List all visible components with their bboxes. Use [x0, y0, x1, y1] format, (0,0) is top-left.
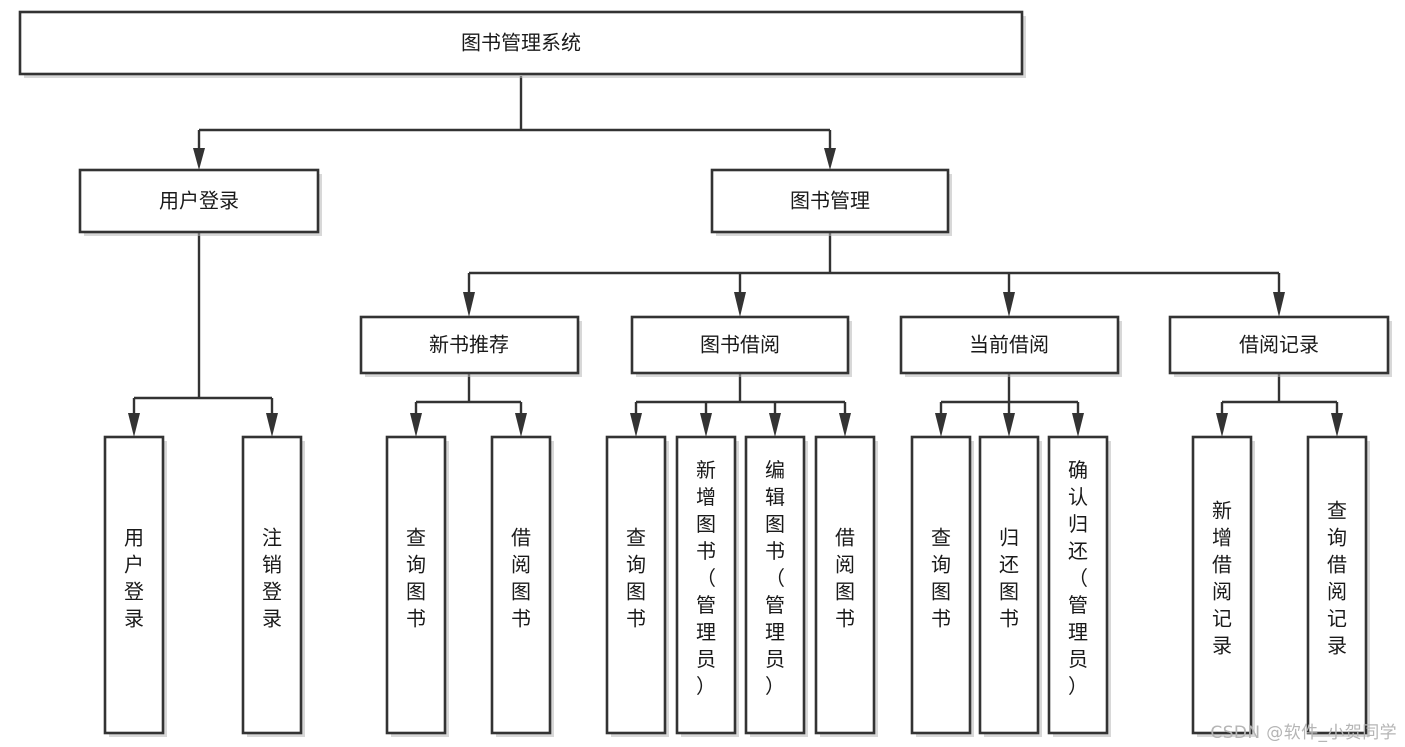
node-leaf-add-book-label: 新增图书（管理员） — [696, 458, 716, 698]
csdn-watermark: CSDN @软件_小贺同学 — [1210, 723, 1397, 743]
node-leaf-borrow-book-1-box[interactable] — [490, 435, 552, 735]
node-current-borrow-box[interactable] — [899, 315, 1120, 375]
arrow-head-leaf-edit-book — [769, 413, 781, 437]
node-user-login[interactable]: 用户登录 — [78, 168, 322, 236]
node-user-login-box[interactable] — [78, 168, 320, 234]
leaf-nodes-layer: 用户登录 注销登录 查询图书 借阅图书 查询图书 — [103, 435, 1370, 737]
node-book-borrow-box[interactable] — [630, 315, 850, 375]
node-root[interactable]: 图书管理系统 — [18, 10, 1026, 78]
arrow-head-book-borrow — [734, 292, 746, 317]
node-book-borrow-label: 图书借阅 — [700, 333, 780, 357]
node-book-manage[interactable]: 图书管理 — [710, 168, 952, 236]
node-leaf-edit-book[interactable]: 编辑图书（管理员） — [744, 435, 808, 737]
node-leaf-add-record-label: 新增借阅记录 — [1212, 499, 1232, 658]
node-leaf-borrow-book-1-label: 借阅图书 — [511, 526, 531, 631]
node-leaf-add-book-box[interactable] — [675, 435, 737, 735]
arrow-head-leaf-borrow-book-2 — [839, 413, 851, 437]
node-new-book-rec[interactable]: 新书推荐 — [359, 315, 582, 377]
node-leaf-borrow-book-2-label: 借阅图书 — [835, 526, 855, 631]
arrow-head-leaf-confirm-return — [1072, 413, 1084, 437]
node-borrow-record-label: 借阅记录 — [1239, 333, 1319, 357]
node-leaf-user-login[interactable]: 用户登录 — [103, 435, 167, 737]
node-root-label: 图书管理系统 — [461, 31, 581, 55]
node-current-borrow[interactable]: 当前借阅 — [899, 315, 1122, 377]
node-new-book-rec-box[interactable] — [359, 315, 580, 375]
node-leaf-query-book-3[interactable]: 查询图书 — [910, 435, 974, 737]
node-leaf-confirm-return-label: 确认归还（管理员） — [1068, 458, 1088, 698]
node-book-manage-box[interactable] — [710, 168, 950, 234]
node-leaf-return-book[interactable]: 归还图书 — [978, 435, 1042, 737]
arrow-head-leaf-query-record — [1331, 413, 1343, 437]
node-leaf-query-record[interactable]: 查询借阅记录 — [1306, 435, 1370, 737]
node-borrow-record[interactable]: 借阅记录 — [1168, 315, 1392, 377]
arrow-head-leaf-return-book — [1003, 413, 1015, 437]
node-leaf-return-book-label: 归还图书 — [999, 526, 1019, 631]
node-leaf-query-book-3-box[interactable] — [910, 435, 972, 735]
node-current-borrow-label: 当前借阅 — [969, 333, 1049, 357]
node-leaf-add-record[interactable]: 新增借阅记录 — [1191, 435, 1255, 737]
node-leaf-return-book-box[interactable] — [978, 435, 1040, 735]
arrow-head-leaf-user-login — [128, 413, 140, 437]
node-leaf-logout-login[interactable]: 注销登录 — [241, 435, 305, 737]
arrow-head-leaf-query-book-2 — [630, 413, 642, 437]
arrow-head-leaf-add-record — [1216, 413, 1228, 437]
node-borrow-record-box[interactable] — [1168, 315, 1390, 375]
node-leaf-add-record-box[interactable] — [1191, 435, 1253, 735]
arrow-head-user-login — [193, 148, 205, 170]
node-leaf-borrow-book-1[interactable]: 借阅图书 — [490, 435, 554, 737]
node-user-login-label: 用户登录 — [159, 189, 239, 213]
node-leaf-query-book-1-box[interactable] — [385, 435, 447, 735]
node-leaf-add-book[interactable]: 新增图书（管理员） — [675, 435, 739, 737]
node-leaf-query-record-box[interactable] — [1306, 435, 1368, 735]
arrow-head-leaf-query-book-3 — [935, 413, 947, 437]
node-new-book-rec-label: 新书推荐 — [429, 333, 509, 357]
node-leaf-logout-login-label: 注销登录 — [262, 526, 282, 631]
node-leaf-query-book-1-label: 查询图书 — [406, 526, 426, 631]
node-leaf-query-book-2-label: 查询图书 — [626, 526, 646, 631]
node-leaf-edit-book-box[interactable] — [744, 435, 806, 735]
node-leaf-edit-book-label: 编辑图书（管理员） — [765, 458, 785, 698]
node-leaf-user-login-label: 用户登录 — [124, 526, 144, 631]
arrow-head-leaf-add-book — [700, 413, 712, 437]
node-root-box[interactable] — [18, 10, 1024, 76]
node-leaf-query-book-3-label: 查询图书 — [931, 526, 951, 631]
arrow-head-new-book-rec — [463, 292, 475, 317]
arrow-head-book-manage — [824, 148, 836, 170]
node-leaf-query-book-2[interactable]: 查询图书 — [605, 435, 669, 737]
node-book-borrow[interactable]: 图书借阅 — [630, 315, 852, 377]
arrow-head-borrow-record — [1273, 292, 1285, 317]
arrow-head-leaf-query-book-1 — [410, 413, 422, 437]
connector-layer — [128, 76, 1343, 437]
node-book-manage-label: 图书管理 — [790, 189, 870, 213]
arrow-head-current-borrow — [1003, 292, 1015, 317]
node-leaf-user-login-box[interactable] — [103, 435, 165, 735]
arrow-head-leaf-borrow-book-1 — [515, 413, 527, 437]
node-leaf-confirm-return[interactable]: 确认归还（管理员） — [1047, 435, 1111, 737]
node-leaf-logout-login-box[interactable] — [241, 435, 303, 735]
arrow-head-leaf-logout-login — [266, 413, 278, 437]
node-leaf-borrow-book-2[interactable]: 借阅图书 — [814, 435, 878, 737]
node-leaf-query-book-1[interactable]: 查询图书 — [385, 435, 449, 737]
node-leaf-borrow-book-2-box[interactable] — [814, 435, 876, 735]
node-leaf-confirm-return-box[interactable] — [1047, 435, 1109, 735]
node-leaf-query-record-label: 查询借阅记录 — [1327, 499, 1347, 658]
node-leaf-query-book-2-box[interactable] — [605, 435, 667, 735]
